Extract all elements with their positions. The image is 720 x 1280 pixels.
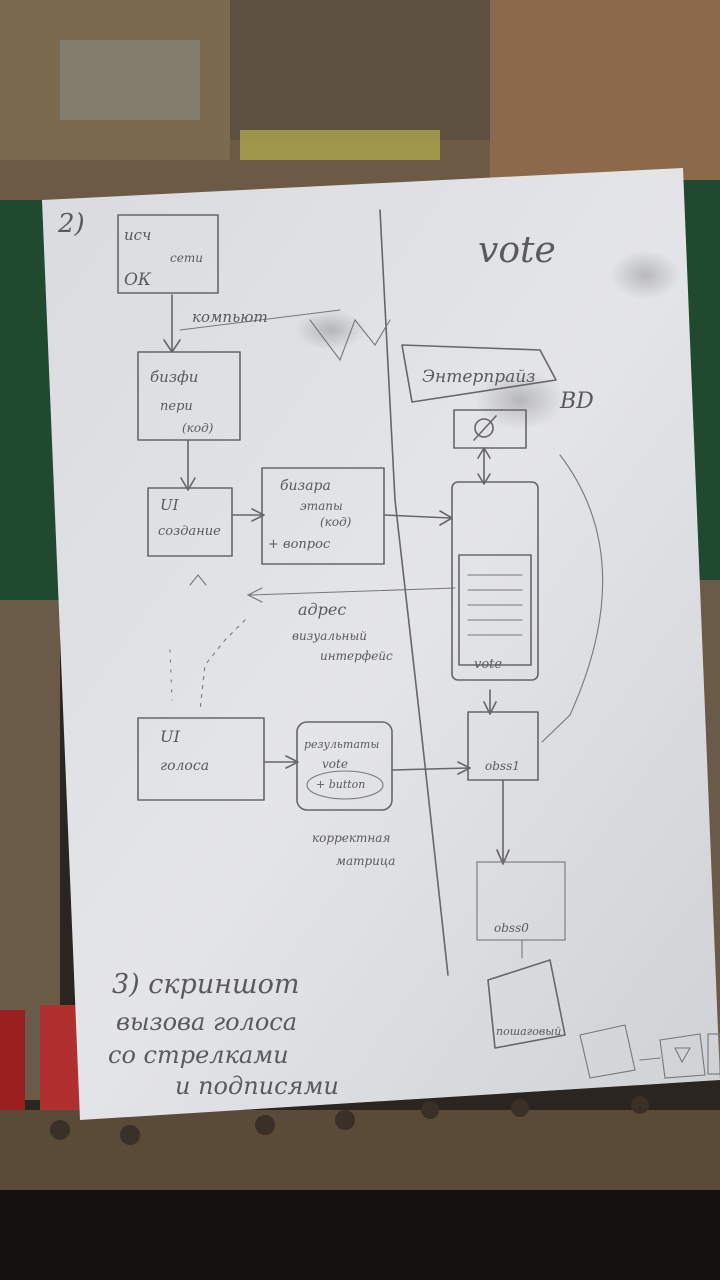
ui-box-line-2: создание [158, 524, 221, 539]
source-box-line-1: исч [124, 226, 151, 244]
arrow-label: компьют [192, 308, 268, 326]
footer-line-1: 3) скриншот [112, 969, 299, 1000]
module-0-box: obss0 [476, 861, 566, 941]
contract-box: Энтерпрайз [401, 344, 557, 403]
column-divider [379, 209, 449, 976]
footer-line-3: со стрелками [108, 1041, 289, 1069]
bot-box-line-2: пери [160, 399, 193, 414]
bottom-box: пошаговый [487, 959, 566, 1049]
questions-box-line-2: этапы [300, 499, 343, 513]
results-box-line-2: vote [322, 757, 348, 771]
phone-label: vote [474, 657, 502, 672]
arrow-bot-to-ui [180, 439, 196, 491]
paper-sheet [42, 168, 720, 1120]
bot-box: бизфи пери (код) [137, 351, 241, 441]
module-0-label: obss0 [494, 921, 529, 935]
phone-sketch: vote [451, 481, 539, 681]
db-icon-box [453, 409, 527, 449]
ui-voice-box-line-2: голоса [160, 758, 209, 774]
module-1-label: obss1 [485, 759, 520, 773]
caret-mark [189, 574, 207, 586]
footer-line-2: вызова голоса [116, 1008, 297, 1036]
address-note-line-2: интерфейс [320, 649, 393, 663]
small-sketches [579, 1024, 720, 1079]
results-note-line-1: корректная [312, 831, 390, 845]
divider-zigzag [309, 318, 391, 362]
questions-box-line-4: + вопрос [268, 537, 331, 552]
ui-voice-box-line-1: UI [160, 727, 180, 746]
results-note-line-2: матрица [336, 854, 395, 868]
questions-box: бизара этапы (код) + вопрос [261, 467, 385, 565]
questions-box-line-3: (код) [320, 515, 352, 529]
page-marker: 2) [57, 209, 85, 239]
bot-box-line-3: (код) [182, 421, 214, 435]
footer-line-4: и подписями [175, 1072, 339, 1100]
arrow-phone-to-module [483, 689, 497, 715]
arrow-back-to-ui [246, 587, 456, 603]
results-box: результаты vote + button [296, 721, 393, 811]
dashed-link [199, 619, 246, 711]
source-box: исч сети ОК [117, 214, 219, 294]
bd-label: BD [559, 389, 594, 414]
ui-box: UI создание [147, 487, 233, 557]
arrow-voice-to-results [263, 755, 299, 769]
results-box-line-3: + button [316, 778, 365, 791]
ui-box-line-1: UI [160, 496, 180, 514]
source-box-line-3: ОК [124, 270, 152, 290]
results-box-line-1: результаты [304, 738, 379, 751]
arrow-db-to-phone [477, 447, 491, 485]
source-box-line-2: сети [170, 251, 203, 265]
ui-voice-box: UI голоса [137, 717, 265, 801]
arrow-module1-to-module0 [496, 779, 510, 865]
address-label: адрес [298, 600, 346, 619]
curve-right-loop [541, 454, 604, 743]
dotted-marks [169, 649, 173, 701]
questions-box-line-1: бизара [280, 478, 331, 494]
bottom-box-label: пошаговый [496, 1025, 561, 1038]
address-note-line-1: визуальный [292, 629, 367, 643]
right-header: vote [478, 230, 556, 271]
arrow-label-underline [179, 309, 341, 331]
contract-label: Энтерпрайз [422, 367, 535, 387]
arrow-ui-to-questions [231, 508, 265, 522]
bot-box-line-1: бизфи [150, 368, 198, 386]
arrow-results-to-module [391, 761, 471, 775]
footer-note: 3) скриншот вызова голоса со стрелками и… [108, 969, 339, 1100]
